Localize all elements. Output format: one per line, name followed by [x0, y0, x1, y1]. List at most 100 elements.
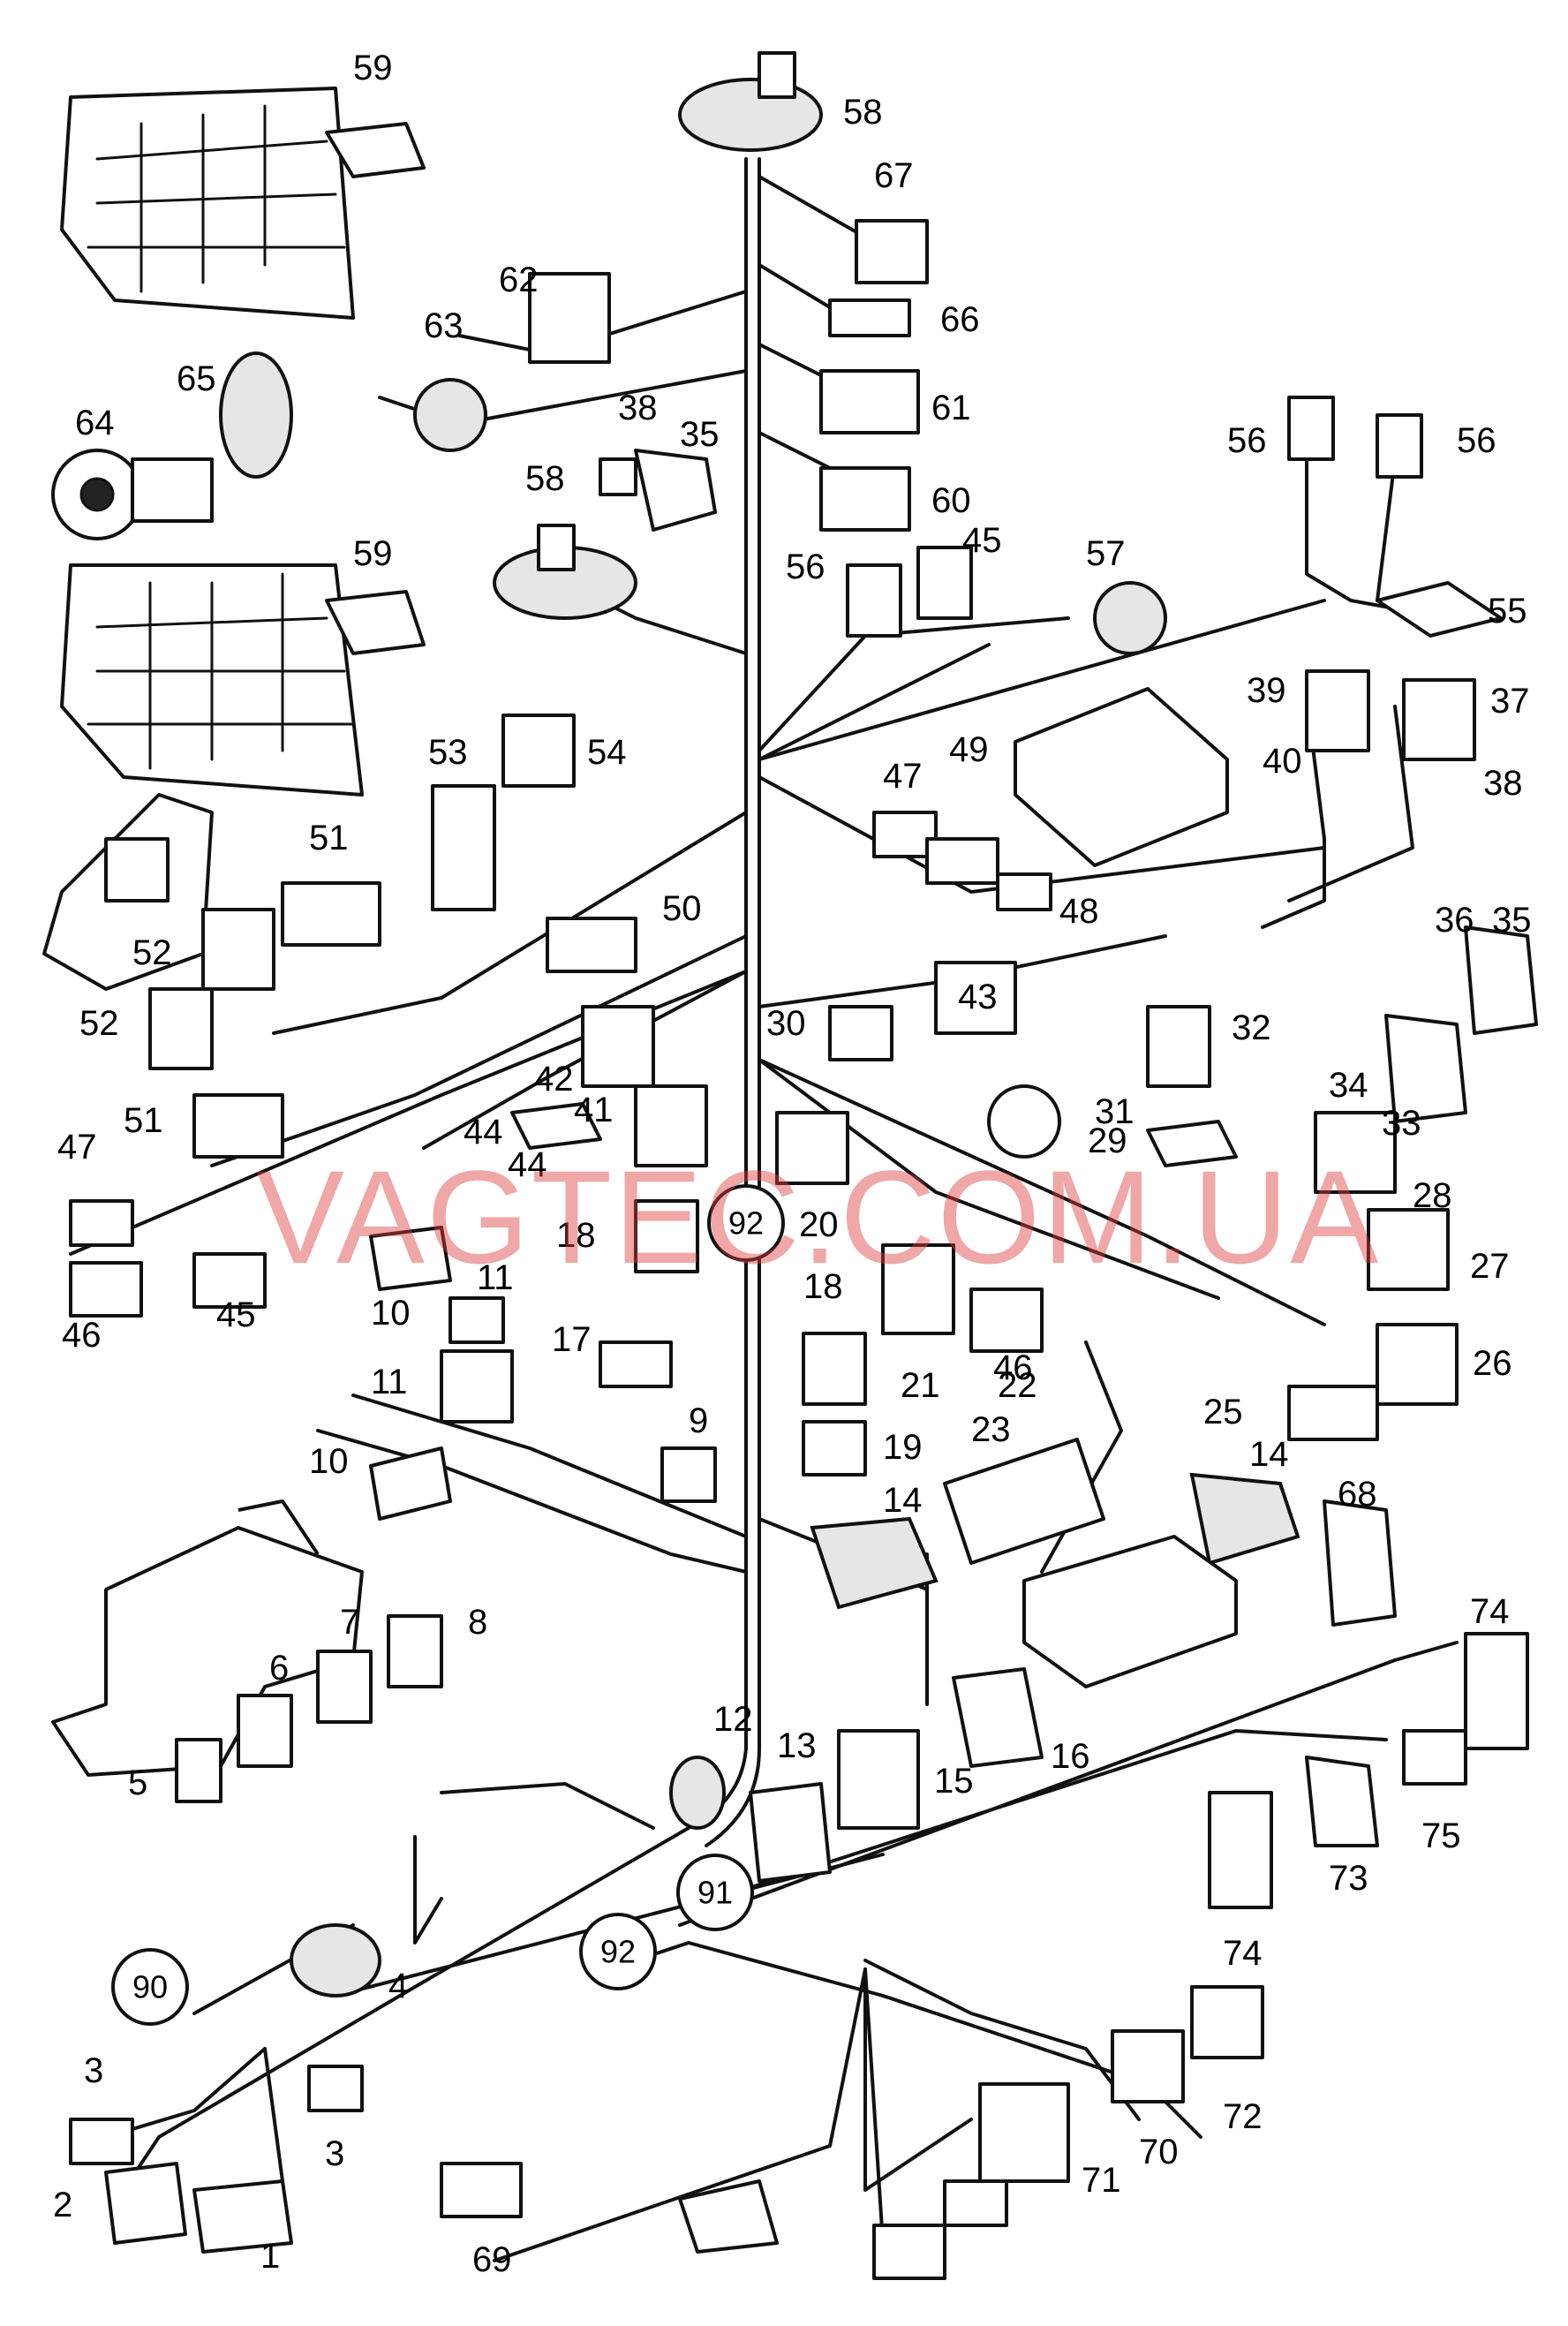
part-label: 31: [1095, 1092, 1135, 1131]
part-label: 65: [177, 359, 216, 398]
connector-19: [802, 1420, 867, 1476]
part-label: 12: [713, 1700, 753, 1739]
svg-text:92: 92: [728, 1205, 764, 1242]
connector-60: [819, 466, 911, 532]
connector-52-upper: [201, 908, 275, 991]
part-label: 56: [786, 548, 825, 586]
connector-53: [431, 784, 496, 911]
grommet-65: [219, 351, 293, 479]
part-label: 46: [993, 1348, 1033, 1387]
part-label: 47: [883, 757, 923, 796]
connector-30: [828, 1005, 893, 1061]
grommet-58-lower: [493, 524, 637, 620]
connector-47-left: [69, 1199, 134, 1247]
connector-41: [634, 1084, 708, 1167]
part-label: 63: [424, 306, 464, 345]
grommet-58-upper: [678, 51, 823, 152]
part-label: 70: [1139, 2133, 1179, 2171]
tail-lamp-upper: [60, 87, 355, 320]
part-label: 67: [874, 156, 914, 195]
connector-75: [1402, 1729, 1467, 1786]
part-label: 73: [1329, 1859, 1368, 1898]
connector-69: [440, 2162, 523, 2218]
connector-34-33: [1384, 1014, 1467, 1123]
svg-text:91: 91: [697, 1875, 733, 1911]
part-label: 74: [1470, 1592, 1510, 1631]
connector-5: [175, 1738, 222, 1803]
part-label: 52: [79, 1004, 119, 1043]
part-label: 56: [1457, 421, 1496, 460]
connector-44-upper: [510, 1102, 602, 1150]
part-label: 75: [1421, 1816, 1461, 1855]
part-label: 55: [1488, 592, 1527, 631]
connector-43: [934, 961, 1017, 1035]
part-label: 18: [556, 1216, 596, 1255]
part-label: 6: [269, 1649, 289, 1688]
part-label: 14: [1249, 1435, 1289, 1474]
part-label: 8: [468, 1603, 487, 1642]
connector-10-upper: [369, 1226, 452, 1291]
part-label: 4: [388, 1967, 408, 2005]
part-label: 46: [62, 1316, 102, 1355]
part-label: 43: [958, 978, 998, 1016]
connector-26: [1376, 1323, 1459, 1406]
part-label: 38: [618, 389, 658, 427]
part-label: 37: [1490, 682, 1530, 721]
connector-55: [1376, 581, 1503, 638]
bracket-panel: [42, 793, 214, 991]
callout-90: 90: [111, 1948, 189, 2026]
part-label: 40: [1263, 742, 1302, 781]
callout-92-lower: 92: [579, 1913, 657, 1990]
part-label: 72: [1223, 2097, 1263, 2136]
connector-1: [192, 2179, 293, 2254]
part-label: 44: [508, 1145, 547, 1184]
control-module-upper: [1014, 687, 1229, 867]
connector-31: [987, 1084, 1061, 1159]
part-label: 3: [84, 2051, 103, 2090]
grommet-14-left: [810, 1516, 939, 1610]
connector-29: [1146, 1120, 1238, 1167]
connector-17: [599, 1340, 673, 1388]
part-label: 26: [1473, 1344, 1512, 1383]
connector-71: [978, 2082, 1070, 2183]
connector-15: [837, 1729, 920, 1830]
grommet-4: [290, 1923, 381, 1997]
part-label: 14: [883, 1481, 923, 1520]
connector-22: [969, 1288, 1044, 1353]
part-label: 49: [949, 730, 989, 769]
connector-20: [775, 1111, 849, 1185]
connector-52-lower: [148, 987, 214, 1070]
mounting-bracket: [51, 1499, 364, 1777]
grommet-63: [413, 378, 487, 452]
grommet-12: [669, 1756, 726, 1830]
part-label: 11: [371, 1363, 408, 1401]
svg-text:92: 92: [600, 1934, 636, 1970]
part-label: 69: [472, 2240, 512, 2279]
connector-9: [660, 1446, 717, 1503]
part-label: 45: [962, 521, 1002, 560]
connector-56-right: [1376, 413, 1423, 479]
part-label: 34: [1329, 1066, 1368, 1105]
connector-45-upper: [916, 546, 973, 620]
part-label: 44: [464, 1113, 503, 1152]
control-module-lower: [1022, 1535, 1238, 1688]
part-label: 39: [1247, 671, 1286, 710]
part-label: 52: [132, 933, 172, 972]
connector-18-right: [802, 1332, 867, 1406]
part-label: 28: [1413, 1176, 1452, 1215]
tail-lamp-lower: [60, 563, 364, 797]
connector-39-40: [1305, 669, 1370, 752]
part-label: 17: [552, 1320, 592, 1359]
connector-59-lower: [325, 590, 426, 655]
connector-51-upper: [281, 881, 381, 947]
connector-74-lower: [1208, 1791, 1273, 1909]
part-label: 29: [1088, 1121, 1127, 1160]
part-label: 56: [1227, 421, 1267, 460]
connector-61: [819, 369, 920, 434]
part-label: 51: [124, 1101, 163, 1140]
part-label: 58: [843, 93, 883, 132]
connector-66: [828, 298, 911, 337]
part-label: 59: [353, 534, 393, 573]
connector-70: [1111, 2029, 1185, 2103]
part-label: 64: [75, 404, 115, 442]
